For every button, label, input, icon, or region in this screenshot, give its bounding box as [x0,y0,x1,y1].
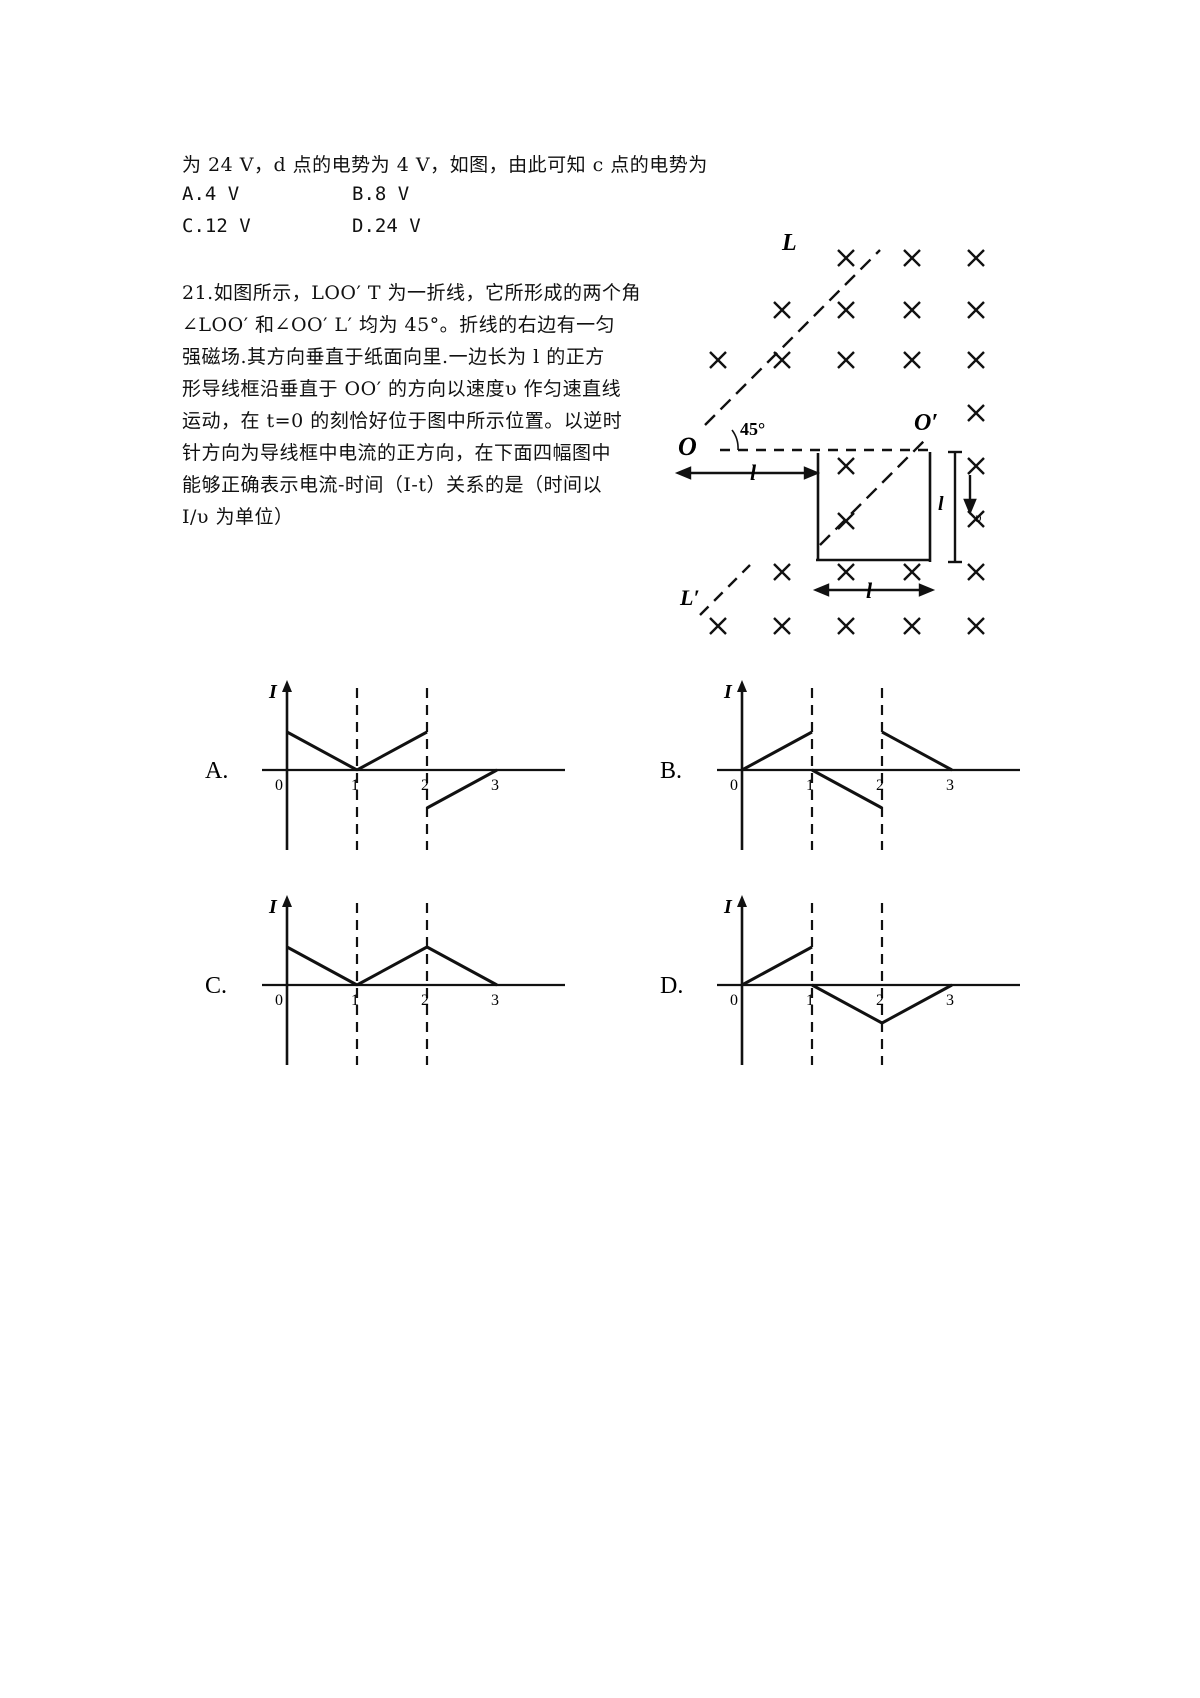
q21-line-6: 针方向为导线框中电流的正方向，在下面四幅图中 [182,442,612,464]
i-axis-label: I [268,681,278,703]
data-segment [356,730,428,772]
graph-option-label: A. [205,758,228,784]
label-L: L [781,230,797,256]
graph-option-label: D. [660,973,683,999]
i-axis-arrow [282,680,292,692]
tick-label: 1 [806,777,814,794]
tick-label: 0 [275,992,283,1009]
tick-label: 1 [351,992,359,1009]
q21-line-3: 强磁场.其方向垂直于纸面向里.一边长为 l 的正方 [182,346,605,368]
label-l-bottom: l [866,578,873,603]
label-Lprime: L′ [679,585,700,610]
graph-b: B.It0123 [660,680,1020,850]
tick-label: 3 [946,992,954,1009]
data-segment [741,945,813,987]
label-l-left: l [750,460,757,485]
tick-label: 1 [806,992,814,1009]
data-segment [881,983,953,1025]
q20-option-b: B.8 V [352,183,410,205]
q21-line-5: 运动，在 t=0 的刻恰好位于图中所示位置。以逆时 [182,410,623,432]
graph-c: C.It0123 [205,895,565,1065]
tick-label: 1 [351,777,359,794]
data-segment [356,945,428,987]
q21-line-1: 21.如图所示，LOO′ T 为一折线，它所形成的两个角 [182,282,642,304]
i-axis-arrow [737,895,747,907]
tick-label: 0 [275,777,283,794]
graph-option-label: B. [660,758,682,784]
data-segment [286,945,358,987]
data-segment [811,768,883,810]
magnetic-field-figure: L O O′ L′ 45° l l l υ [674,230,985,635]
tick-label: 3 [491,777,499,794]
q21-line-2: ∠LOO′ 和∠OO′ L′ 均为 45°。折线的右边有一匀 [182,314,616,336]
data-segment [881,730,953,772]
label-angle: 45° [740,419,765,439]
i-axis-arrow [737,680,747,692]
tick-label: 2 [876,992,884,1009]
tick-label: 0 [730,992,738,1009]
tick-label: 2 [421,992,429,1009]
q21-line-7: 能够正确表示电流-时间（I-t）关系的是（时间以 [182,474,602,496]
label-v: υ [975,511,981,526]
graph-option-label: C. [205,973,227,999]
i-axis-label: I [268,896,278,918]
tick-label: 2 [876,777,884,794]
data-segment [741,730,813,772]
graph-a: A. I 0 1 2 3 [205,680,565,850]
q21-line-8: I/υ 为单位） [182,506,294,528]
q20-option-a: A.4 V [182,183,240,205]
tick-label: 0 [730,777,738,794]
data-segment [426,945,498,987]
data-segment [811,983,883,1025]
i-axis-arrow [282,895,292,907]
label-l-side: l [938,493,944,515]
data-segment [286,730,358,772]
label-Oprime: O′ [914,410,938,436]
q20-text: 为 24 V，d 点的电势为 4 V，如图，由此可知 c 点的电势为 [182,154,708,176]
tick-label: 2 [421,777,429,794]
tick-label: 3 [946,777,954,794]
q21-line-4: 形导线框沿垂直于 OO′ 的方向以速度υ 作匀速直线 [182,378,622,400]
i-axis-label: I [723,681,733,703]
data-segment [426,768,498,810]
field-crosses [709,249,985,635]
tick-label: 3 [491,992,499,1009]
q20-option-c: C.12 V [182,215,251,237]
graph-d: D.It0123 [660,895,1020,1065]
label-O: O [678,432,697,461]
i-axis-label: I [723,896,733,918]
q20-option-d: D.24 V [352,215,421,237]
